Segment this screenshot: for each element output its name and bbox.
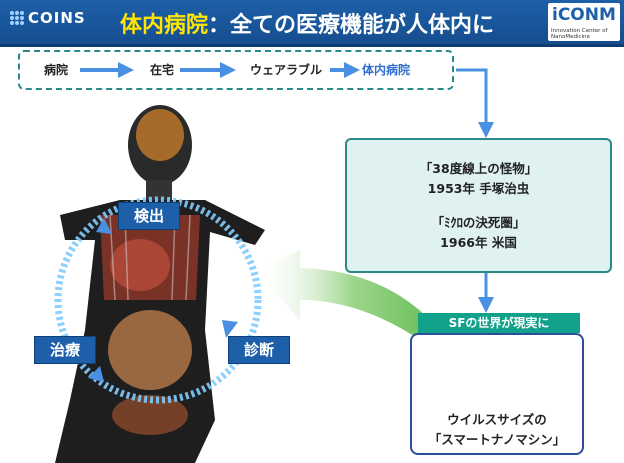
connector-arrowhead-icon xyxy=(478,122,494,138)
coins-logo-text: COINS xyxy=(28,9,86,27)
flow-step-home: 在宅 xyxy=(150,63,175,77)
flow-step-in-body-hospital: 体内病院 xyxy=(362,63,411,77)
cycle-label-diagnose: 診断 xyxy=(228,336,290,364)
cycle-arrows-icon xyxy=(54,196,262,404)
cycle-label-treat: 治療 xyxy=(34,336,96,364)
info-box: 「38度線上の怪物」 1953年 手塚治虫 「ﾐｸﾛの決死圏」 1966年 米国 xyxy=(345,138,612,273)
coins-logo-icon xyxy=(10,11,24,25)
big-green-arrow-icon xyxy=(255,250,430,340)
iconm-logo: iCONM Innovation Center of NanoMedicine xyxy=(548,3,620,41)
coins-logo: COINS xyxy=(10,9,86,27)
nanomachine-caption-1: ウイルスサイズの xyxy=(447,412,547,427)
connector-arrow-icon xyxy=(456,68,488,124)
nanomachine-caption-2: 「スマートナノマシン」 xyxy=(428,432,566,447)
flow-step-hospital: 病院 xyxy=(44,63,69,77)
info-title-1: 「38度線上の怪物」 xyxy=(419,161,538,176)
info-title-2: 「ﾐｸﾛの決死圏」 xyxy=(431,215,526,230)
iconm-logo-subtitle: Innovation Center of NanoMedicine xyxy=(551,28,608,40)
flow-step-wearable: ウェアラブル xyxy=(250,63,323,77)
flow-container xyxy=(18,50,454,90)
body-illustration-icon xyxy=(55,105,265,463)
header-bar xyxy=(0,0,624,44)
cycle-label-detect: 検出 xyxy=(118,202,180,230)
info-caption-1: 1953年 手塚治虫 xyxy=(427,181,530,196)
slide-title: 体内病院：全ての医療機能が人体内に xyxy=(120,7,494,39)
iconm-logo-text: iCONM xyxy=(552,5,616,25)
info-caption-2: 1966年 米国 xyxy=(440,235,517,250)
flow-arrow-icon xyxy=(80,62,360,78)
title-highlight: 体内病院 xyxy=(120,13,209,38)
header-rule xyxy=(0,44,624,47)
title-rest: ：全ての医療機能が人体内に xyxy=(208,13,495,38)
nanomachine-box: ウイルスサイズの 「スマートナノマシン」 xyxy=(410,333,584,455)
sf-label: SFの世界が現実に xyxy=(418,313,580,333)
connector-arrowhead-2-icon xyxy=(478,297,494,313)
